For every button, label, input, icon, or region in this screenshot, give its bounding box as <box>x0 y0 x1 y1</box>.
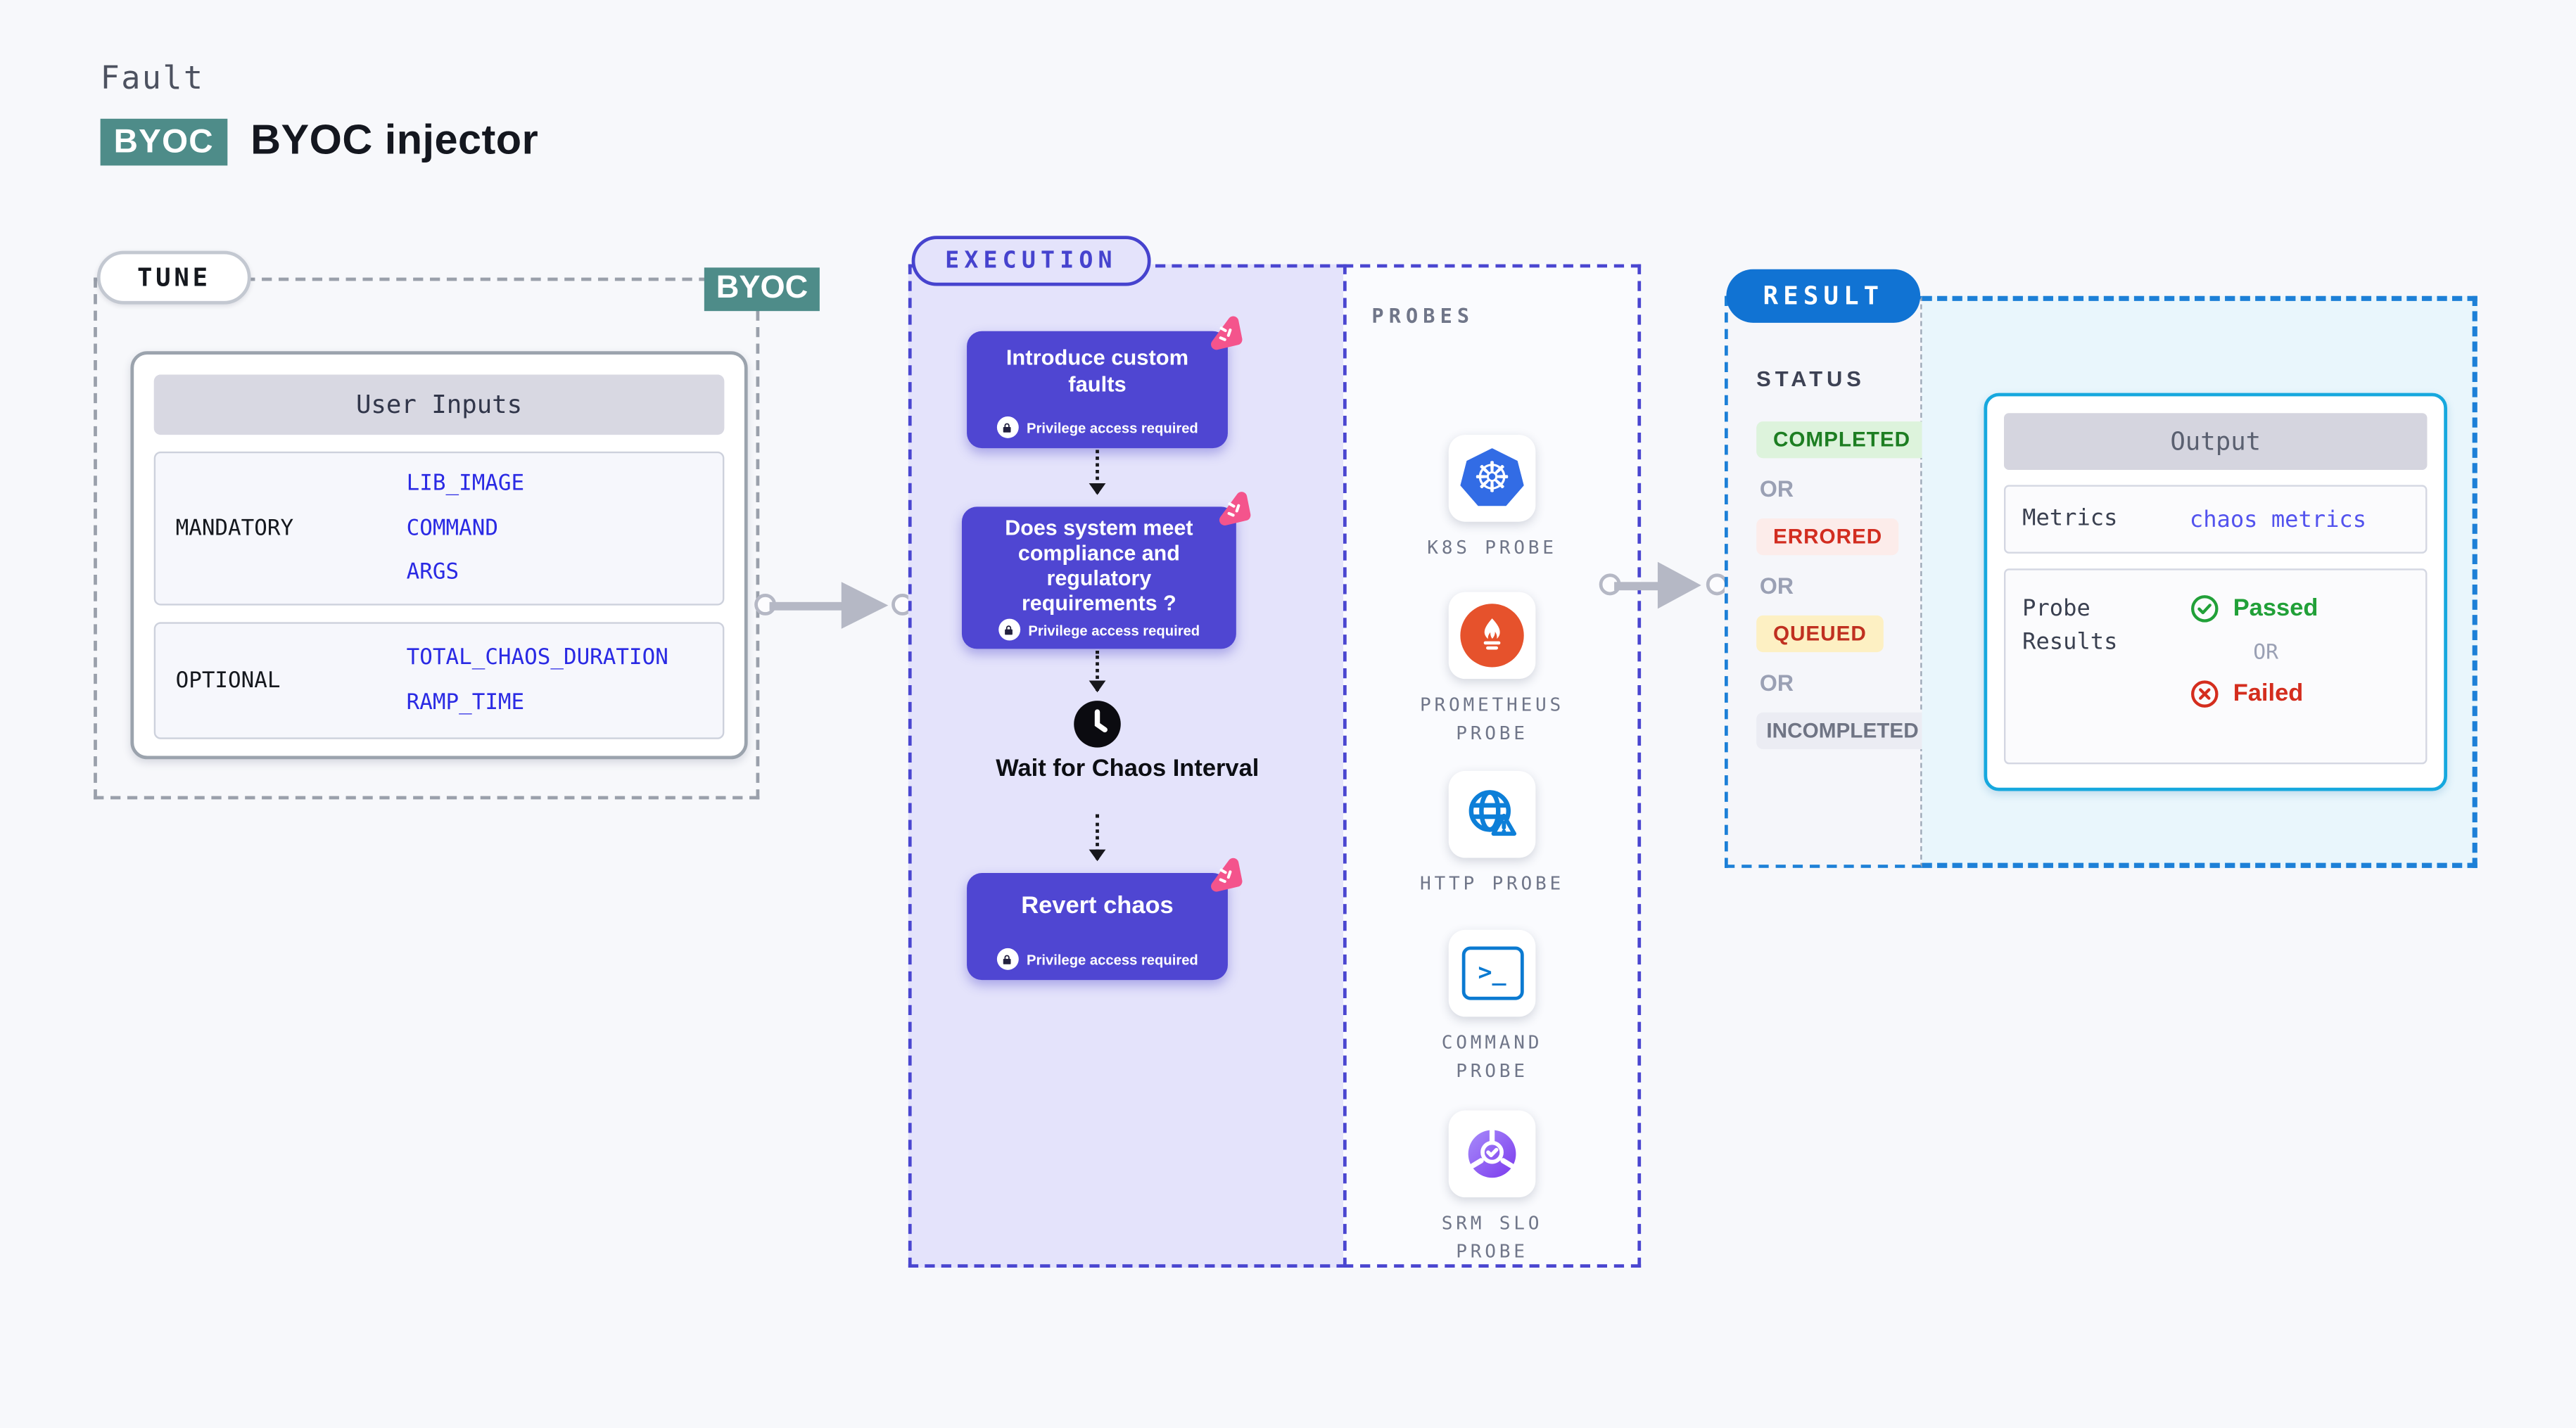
result-label-pill: RESULT <box>1726 269 1921 323</box>
probe-results-row: Probe Results Passed OR <box>2004 568 2428 765</box>
privilege-row: Privilege access required <box>984 948 1211 970</box>
probes-to-result-arrow <box>1599 561 1733 609</box>
env-var: LIB_IMAGE <box>406 471 525 497</box>
kubernetes-icon: ☸ <box>1448 435 1536 522</box>
node-revert-chaos: Revert chaos Privilege access required <box>967 858 1243 981</box>
node-compliance-check: Does system meet compliance and regulato… <box>961 492 1251 649</box>
fault-eyebrow: Fault <box>100 60 205 97</box>
tune-label-pill: TUNE <box>96 250 251 305</box>
page-title: BYOC injector <box>250 117 539 164</box>
status-badge-errored: ERRORED <box>1756 518 1899 556</box>
optional-row: OPTIONAL TOTAL_CHAOS_DURATION RAMP_TIME <box>153 622 725 739</box>
chaos-logo-icon <box>1211 858 1243 892</box>
status-label: STATUS <box>1756 366 1865 392</box>
tune-to-execution-arrow <box>754 582 914 629</box>
privilege-label: Privilege access required <box>1027 419 1198 436</box>
mandatory-label: MANDATORY <box>175 516 294 542</box>
privilege-label: Privilege access required <box>1028 622 1200 639</box>
probe-name: SRM SLO PROBE <box>1441 1212 1543 1262</box>
probe-k8s: ☸ K8S PROBE <box>1347 435 1638 563</box>
failed-label: Failed <box>2233 680 2304 708</box>
arrow-head <box>841 582 889 629</box>
chaos-logo-icon <box>1219 492 1251 525</box>
env-var: TOTAL_CHAOS_DURATION <box>406 644 668 670</box>
node-introduce-faults: Introduce custom faults Privilege access… <box>967 316 1243 449</box>
privilege-label: Privilege access required <box>1027 950 1198 968</box>
output-title: Output <box>2004 413 2428 471</box>
probe-name: PROMETHEUS PROBE <box>1420 694 1565 744</box>
byoc-badge: BYOC <box>100 117 227 165</box>
globe-warning-icon <box>1448 770 1536 858</box>
mandatory-row: MANDATORY LIB_IMAGE COMMAND ARGS <box>153 451 725 606</box>
passed-check-icon <box>2191 595 2219 623</box>
execution-label-pill: EXECUTION <box>911 236 1151 286</box>
status-badge-incompleted: INCOMPLETED <box>1756 712 1929 750</box>
node-title: Does system meet compliance and regulato… <box>1005 515 1193 615</box>
failed-x-icon <box>2191 680 2219 708</box>
probe-results-label: Probe Results <box>2022 595 2118 655</box>
or-label: OR <box>2253 639 2279 664</box>
arrow-line <box>769 601 845 610</box>
prometheus-icon <box>1448 592 1536 680</box>
clock-icon <box>1072 699 1122 749</box>
execution-section: EXECUTION Introduce custom faults Privil… <box>908 236 1347 1268</box>
output-card: Output Metrics chaos metrics Probe Resul… <box>1984 393 2447 791</box>
status-badge-queued: QUEUED <box>1756 615 1884 653</box>
user-inputs-card: User Inputs MANDATORY LIB_IMAGE COMMAND … <box>130 351 748 760</box>
result-status-column: STATUS COMPLETED OR ERRORED OR QUEUED OR… <box>1724 295 1929 868</box>
user-inputs-title: User Inputs <box>153 374 725 435</box>
lock-icon <box>996 416 1019 438</box>
flow-arrow <box>1089 650 1106 693</box>
probe-srm-slo: SRM SLO PROBE <box>1347 1110 1638 1266</box>
probe-command: >_ COMMAND PROBE <box>1347 929 1638 1085</box>
status-badge-completed: COMPLETED <box>1756 421 1927 459</box>
metrics-value: chaos metrics <box>2189 506 2367 533</box>
arrow-line <box>1614 581 1661 589</box>
metrics-row: Metrics chaos metrics <box>2004 485 2428 554</box>
mandatory-values: LIB_IMAGE COMMAND ARGS <box>407 453 723 604</box>
srm-slo-icon <box>1448 1110 1536 1198</box>
probe-prometheus: PROMETHEUS PROBE <box>1347 592 1638 748</box>
probe-http: HTTP PROBE <box>1347 770 1638 899</box>
optional-label: OPTIONAL <box>175 668 281 694</box>
byoc-corner-badge: BYOC <box>704 267 820 311</box>
env-var: ARGS <box>406 559 459 585</box>
privilege-row: Privilege access required <box>984 416 1211 438</box>
privilege-row: Privilege access required <box>979 619 1219 642</box>
probes-section: PROBES ☸ K8S PROBE PROMETHEUS PROBE <box>1343 264 1642 1268</box>
probe-name: HTTP PROBE <box>1420 872 1565 895</box>
result-output-area: Output Metrics chaos metrics Probe Resul… <box>1922 295 2477 868</box>
node-title: Introduce custom faults <box>1005 344 1189 396</box>
flow-arrow <box>1089 814 1106 862</box>
optional-values: TOTAL_CHAOS_DURATION RAMP_TIME <box>407 624 723 738</box>
page-header: BYOC BYOC injector <box>100 117 539 165</box>
lock-icon <box>998 619 1020 642</box>
tune-section: TUNE BYOC User Inputs MANDATORY LIB_IMAG… <box>94 250 820 800</box>
passed-label: Passed <box>2233 595 2318 623</box>
terminal-icon: >_ <box>1448 929 1536 1017</box>
wait-interval-label: Wait for Chaos Interval <box>996 756 1260 783</box>
or-label: OR <box>1759 670 1794 696</box>
lock-icon <box>996 948 1019 970</box>
chaos-logo-icon <box>1211 316 1243 350</box>
env-var: RAMP_TIME <box>406 691 525 717</box>
metrics-label: Metrics <box>2022 504 2118 532</box>
arrow-head <box>1657 561 1701 609</box>
or-label: OR <box>1759 573 1794 599</box>
probes-label: PROBES <box>1371 304 1475 328</box>
or-label: OR <box>1759 476 1794 502</box>
env-var: COMMAND <box>406 516 498 542</box>
node-title: Revert chaos <box>1021 893 1174 920</box>
probe-name: COMMAND PROBE <box>1441 1031 1543 1081</box>
probe-name: K8S PROBE <box>1427 537 1557 559</box>
flow-arrow <box>1089 450 1106 495</box>
